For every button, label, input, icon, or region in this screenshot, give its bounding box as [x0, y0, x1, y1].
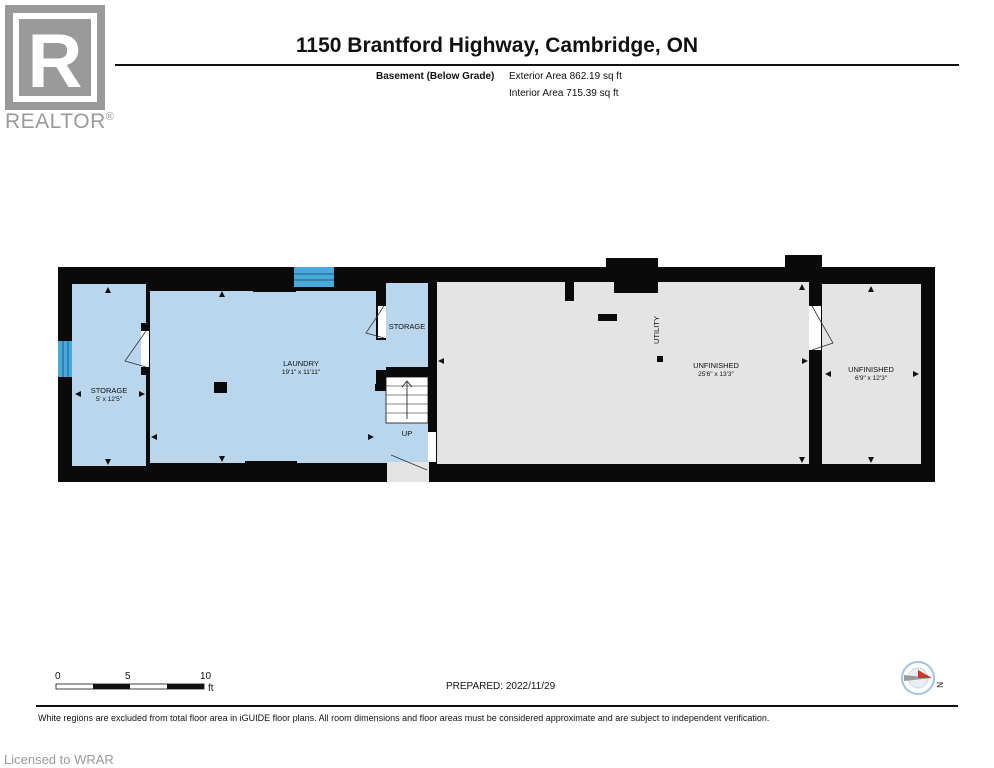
door-unfinished-right: [809, 305, 834, 351]
unfinished-main-label: UNFINISHED: [693, 361, 739, 370]
realtor-word: REALTOR: [5, 110, 106, 133]
window: [294, 267, 334, 287]
licensed-text: Licensed to WRAR: [4, 752, 114, 767]
door-storage-left: [124, 330, 149, 368]
wall-bump: [606, 258, 658, 272]
scale-label-5: 5: [125, 671, 131, 682]
storage-small-room: [386, 283, 428, 367]
utility-fixture: [598, 314, 617, 321]
disclaimer-text: White regions are excluded from total fl…: [38, 713, 770, 723]
door-storage-small: [365, 305, 386, 339]
interior-area: Interior Area 715.39 sq ft: [509, 88, 619, 99]
wall-jog: [614, 282, 658, 293]
storage-left-room: [72, 284, 146, 466]
unfinished-main-dims: 25'6" x 13'3": [698, 371, 734, 378]
door-exterior: [387, 432, 436, 482]
storage-left-dims: 5' x 12'5": [96, 396, 123, 403]
beam: [245, 461, 297, 467]
scale-label-0: 0: [55, 671, 61, 682]
laundry-dims: 19'1" x 11'11": [282, 369, 321, 376]
storage-left-label: STORAGE: [91, 386, 128, 395]
stairs: [385, 376, 429, 424]
unfinished-main-room: [437, 282, 809, 464]
laundry-label: LAUNDRY: [283, 359, 319, 368]
wall-bump: [785, 255, 822, 271]
footer-rule: [36, 705, 958, 707]
stairs-up-label: UP: [402, 429, 412, 438]
wall-end: [375, 384, 383, 391]
realtor-logo-icon: R: [5, 5, 105, 110]
unfinished-right-room: [822, 284, 921, 464]
storage-small-label: STORAGE: [389, 322, 426, 331]
utility-label: UTILITY: [652, 316, 661, 344]
column: [565, 282, 574, 301]
unfinished-right-label: UNFINISHED: [848, 365, 894, 374]
scale-bar: [55, 683, 205, 690]
scale-unit: ft: [208, 683, 214, 694]
compass-icon: N: [901, 661, 944, 695]
unfinished-right-dims: 6'9" x 12'3": [855, 375, 888, 382]
laundry-alcove: [376, 340, 386, 370]
compass-letter: N: [935, 682, 944, 688]
realtor-logo: R: [5, 5, 115, 135]
window: [58, 341, 72, 377]
beam: [253, 284, 296, 292]
column: [657, 356, 663, 362]
scale-label-10: 10: [200, 671, 212, 682]
column: [214, 382, 227, 393]
realtor-wordmark: REALTOR®: [5, 110, 114, 134]
prepared-date: PREPARED: 2022/11/29: [446, 681, 556, 692]
header-rule: [115, 64, 959, 66]
logo-letter: R: [28, 19, 83, 104]
laundry-room: [150, 291, 376, 463]
dimension-arrows: [75, 284, 919, 465]
floor-name: Basement (Below Grade): [376, 71, 495, 82]
registered-mark: ®: [105, 111, 115, 123]
page-title: 1150 Brantford Highway, Cambridge, ON: [295, 34, 699, 57]
exterior-area: Exterior Area 862.19 sq ft: [509, 71, 622, 82]
